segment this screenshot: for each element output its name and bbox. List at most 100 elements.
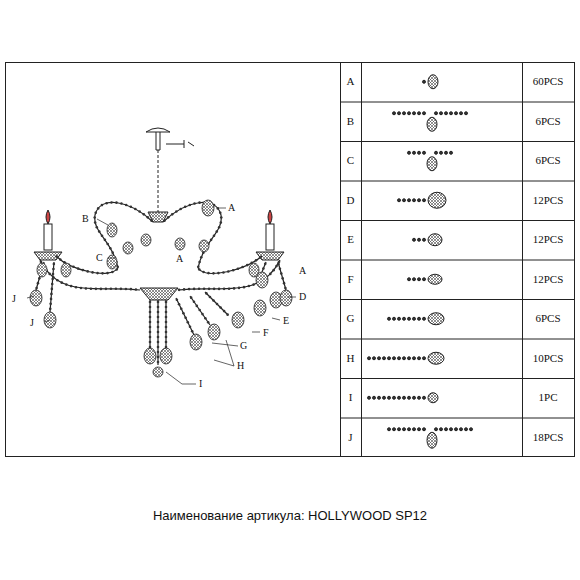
bead <box>272 269 275 272</box>
bead <box>213 288 216 291</box>
bead <box>82 269 85 272</box>
crystal-icon <box>428 75 438 89</box>
bead <box>248 285 251 288</box>
bead <box>423 278 426 281</box>
callout-letter: A <box>176 254 183 264</box>
table-cell: B <box>347 116 354 127</box>
table-cell: F <box>347 274 353 285</box>
bead <box>440 151 443 154</box>
chain <box>158 150 159 212</box>
bead <box>440 428 443 431</box>
callout-letter: F <box>263 328 269 338</box>
bead <box>95 288 98 291</box>
beaded-arm <box>95 202 153 268</box>
bead <box>418 238 421 241</box>
bead <box>193 300 196 303</box>
table-cell: A <box>347 76 355 87</box>
beaded-arm <box>165 300 166 350</box>
bead <box>445 151 448 154</box>
crystal-drop <box>254 300 266 316</box>
bead <box>165 306 168 309</box>
bead <box>115 288 118 291</box>
table-cell: 1PC <box>539 392 558 403</box>
bead <box>138 210 141 213</box>
bead <box>149 326 152 329</box>
bead <box>218 226 221 229</box>
crystal-drop <box>37 263 47 277</box>
bead <box>52 273 55 276</box>
bead <box>423 396 426 399</box>
bead <box>198 261 201 264</box>
bead <box>226 313 229 316</box>
bead <box>277 263 280 266</box>
bead <box>116 265 119 268</box>
bead <box>115 201 118 204</box>
table-cell: 12PCS <box>533 195 564 206</box>
bead <box>100 288 103 291</box>
bead <box>435 151 438 154</box>
crystal-drop <box>175 238 185 250</box>
bead <box>413 238 416 241</box>
bead <box>418 357 421 360</box>
callout-letter: D <box>299 292 306 302</box>
bead <box>413 278 416 281</box>
bead <box>398 199 401 202</box>
bead <box>219 211 222 214</box>
bead <box>197 265 200 268</box>
crystal-drop <box>107 255 117 269</box>
bead <box>465 112 468 115</box>
bead <box>413 428 416 431</box>
bead <box>149 311 152 314</box>
bead <box>149 321 152 324</box>
bead <box>418 317 421 320</box>
bead <box>212 299 215 302</box>
bead <box>210 239 213 242</box>
bead <box>59 258 62 261</box>
bead <box>106 243 109 246</box>
crystal-drop <box>199 240 209 252</box>
bead <box>378 357 381 360</box>
bead <box>157 321 160 324</box>
bead <box>93 216 96 219</box>
bead <box>163 219 166 222</box>
bead <box>408 112 411 115</box>
beaded-arm <box>205 292 228 315</box>
crystal-drop <box>153 367 163 377</box>
table-rule <box>340 181 575 182</box>
bead <box>279 267 282 270</box>
candle-cup <box>34 252 62 260</box>
bead <box>455 428 458 431</box>
bead <box>198 309 201 312</box>
table-cell: J <box>348 432 352 443</box>
bead <box>403 112 406 115</box>
bead <box>209 296 212 299</box>
bead <box>373 396 376 399</box>
bead <box>96 226 99 229</box>
table-cell: E <box>347 234 354 245</box>
bead <box>176 298 179 301</box>
leader-line <box>214 340 234 366</box>
bead <box>157 346 160 349</box>
bead <box>65 283 68 286</box>
table-cell: 12PCS <box>533 274 564 285</box>
bead <box>189 325 192 328</box>
bead <box>423 317 426 320</box>
bead <box>408 199 411 202</box>
crystal-drop <box>208 324 220 340</box>
bead <box>98 230 101 233</box>
bead <box>398 317 401 320</box>
bead <box>157 336 160 339</box>
beaded-arm <box>50 262 54 312</box>
caption: Наименование артикула: HOLLYWOOD SP12 <box>153 509 427 522</box>
bead <box>423 357 426 360</box>
bead <box>120 288 123 291</box>
table-cell: 60PCS <box>533 76 564 87</box>
crystal-icon <box>428 192 446 208</box>
crystal-drop <box>141 234 151 246</box>
bead <box>196 305 199 308</box>
bead <box>219 306 222 309</box>
table-rule <box>340 102 575 103</box>
bead <box>175 210 178 213</box>
bead <box>115 268 118 271</box>
crystal-icon <box>428 393 438 403</box>
